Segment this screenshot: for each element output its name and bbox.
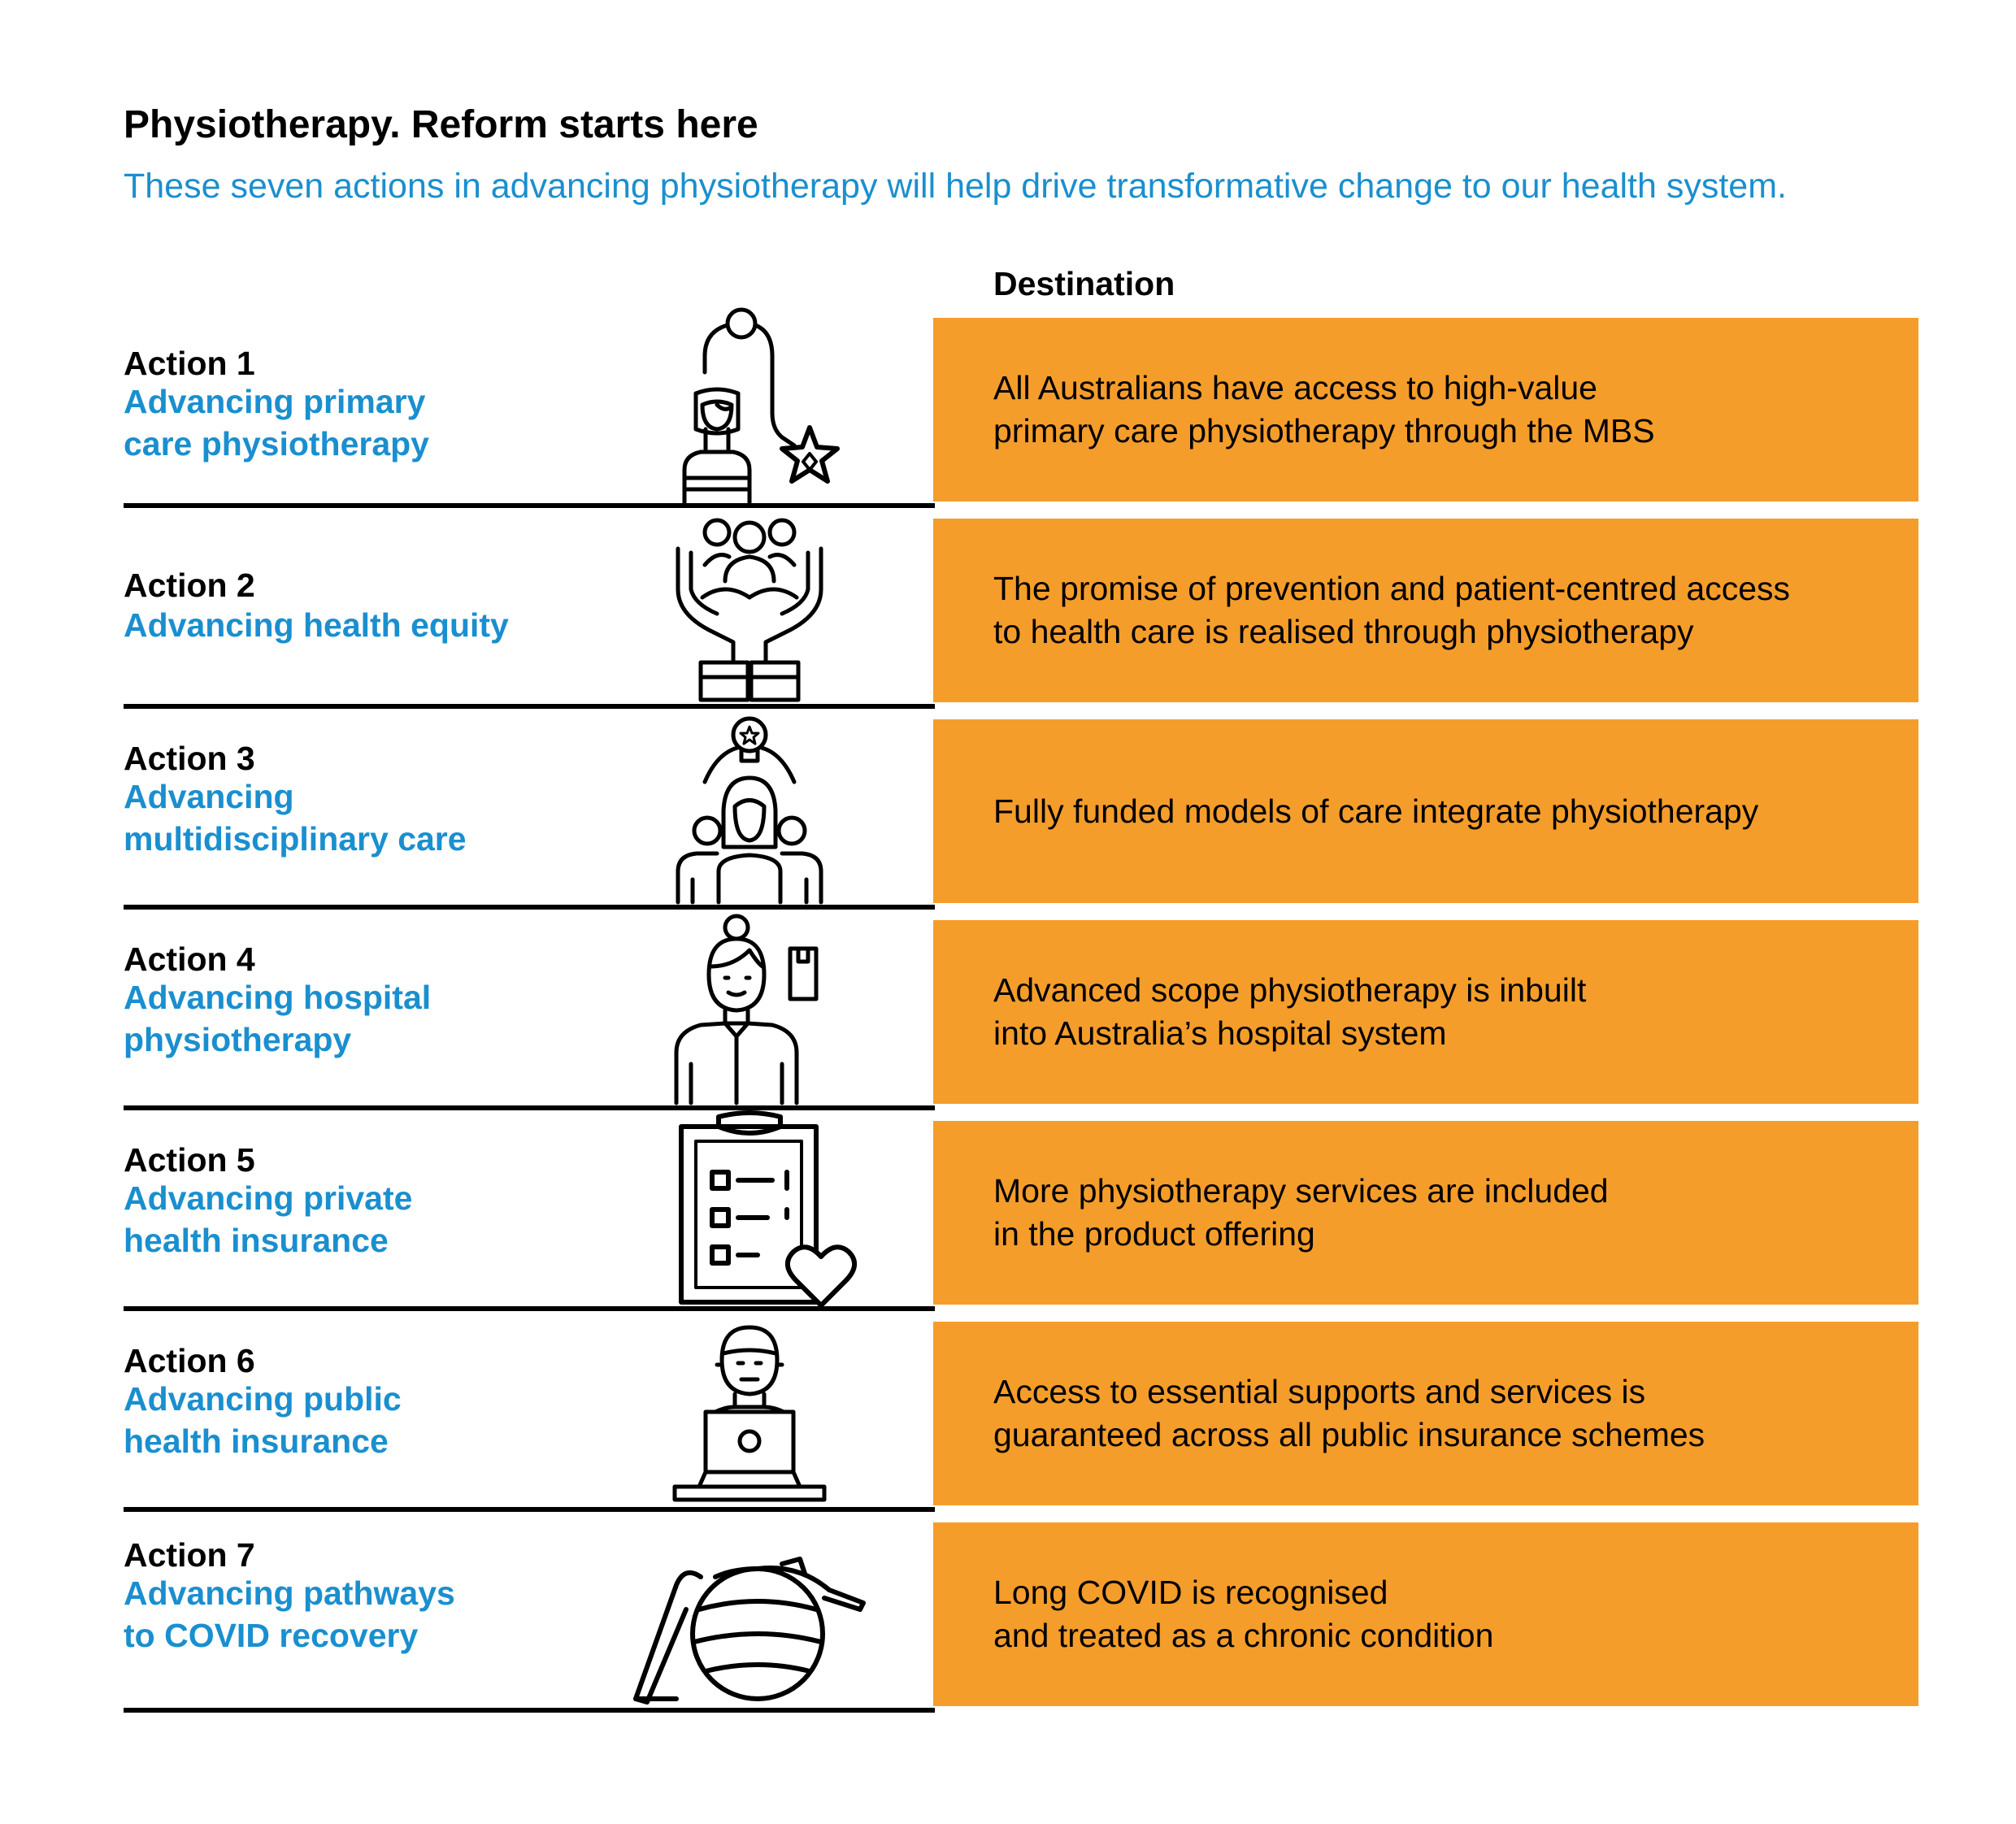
action-label: Action 6 — [124, 1342, 255, 1379]
action-label: Action 1 — [124, 345, 255, 382]
action-row: Action 5 Advancing private health insura… — [124, 1110, 1918, 1311]
destination-text: Access to essential supports and service… — [993, 1370, 1705, 1457]
action-name: Advancing primary care physiotherapy — [124, 380, 429, 465]
person-at-laptop-icon — [628, 1311, 871, 1507]
destination-line: More physiotherapy services are included — [993, 1172, 1609, 1209]
action-label: Action 5 — [124, 1141, 255, 1179]
action-name-line: health insurance — [124, 1422, 389, 1460]
page-subtitle: These seven actions in advancing physiot… — [124, 167, 1787, 206]
destination-line: Access to essential supports and service… — [993, 1373, 1646, 1410]
action-name-line: Advancing private — [124, 1179, 413, 1217]
destination-text: More physiotherapy services are included… — [993, 1170, 1609, 1256]
destination-line: The promise of prevention and patient-ce… — [993, 570, 1790, 607]
destination-line: and treated as a chronic condition — [993, 1617, 1494, 1654]
destination-box: Advanced scope physiotherapy is inbuilt … — [933, 920, 1918, 1104]
destination-box: More physiotherapy services are included… — [933, 1121, 1918, 1305]
checklist-heart-icon — [628, 1110, 871, 1306]
row-divider — [124, 1708, 935, 1713]
action-row: Action 2 Advancing health equity The pro… — [124, 508, 1918, 709]
action-label: Action 7 — [124, 1536, 255, 1574]
row-divider — [124, 1306, 935, 1311]
destination-line: primary care physiotherapy through the M… — [993, 412, 1655, 449]
action-name-line: physiotherapy — [124, 1021, 352, 1058]
action-row: Action 3 Advancing multidisciplinary car… — [124, 709, 1918, 910]
exercise-ball-stretch-icon — [611, 1512, 888, 1708]
action-name: Advancing hospital physiotherapy — [124, 976, 431, 1061]
destination-line: guaranteed across all public insurance s… — [993, 1416, 1705, 1453]
action-name-line: Advancing — [124, 778, 294, 815]
destination-box: All Australians have access to high-valu… — [933, 318, 1918, 502]
action-label: Action 4 — [124, 940, 255, 978]
row-divider — [124, 905, 935, 910]
destination-text: All Australians have access to high-valu… — [993, 367, 1655, 453]
team-with-lightbulb-icon — [628, 709, 871, 905]
action-name-line: care physiotherapy — [124, 425, 429, 463]
destination-text: The promise of prevention and patient-ce… — [993, 567, 1790, 654]
action-name-line: Advancing pathways — [124, 1574, 455, 1612]
action-name: Advancing multidisciplinary care — [124, 775, 467, 860]
destination-line: Fully funded models of care integrate ph… — [993, 792, 1759, 830]
row-divider — [124, 1507, 935, 1512]
row-divider — [124, 503, 935, 508]
destination-line: All Australians have access to high-valu… — [993, 369, 1597, 406]
destination-text: Long COVID is recognised and treated as … — [993, 1571, 1493, 1657]
action-row: Action 1 Advancing primary care physioth… — [124, 307, 1918, 508]
destination-line: Long COVID is recognised — [993, 1574, 1388, 1611]
destination-line: to health care is realised through physi… — [993, 613, 1694, 650]
row-divider — [124, 1105, 935, 1110]
destination-box: Long COVID is recognised and treated as … — [933, 1522, 1918, 1706]
action-name-line: Advancing hospital — [124, 979, 432, 1016]
destination-line: in the product offering — [993, 1215, 1315, 1253]
destination-text: Fully funded models of care integrate ph… — [993, 790, 1758, 833]
action-name-line: Advancing health equity — [124, 606, 509, 644]
action-name-line: multidisciplinary care — [124, 820, 467, 858]
destination-header: Destination — [993, 265, 1175, 302]
destination-line: into Australia’s hospital system — [993, 1014, 1447, 1052]
destination-text: Advanced scope physiotherapy is inbuilt … — [993, 969, 1586, 1055]
action-name: Advancing private health insurance — [124, 1177, 412, 1262]
action-row: Action 6 Advancing public health insuran… — [124, 1311, 1918, 1512]
action-label: Action 3 — [124, 740, 255, 777]
page-title: Physiotherapy. Reform starts here — [124, 103, 758, 146]
destination-box: Access to essential supports and service… — [933, 1322, 1918, 1505]
action-name: Advancing health equity — [124, 604, 509, 646]
action-name-line: health insurance — [124, 1222, 389, 1259]
action-row: Action 4 Advancing hospital physiotherap… — [124, 910, 1918, 1110]
action-name: Advancing pathways to COVID recovery — [124, 1572, 455, 1657]
action-row: Action 7 Advancing pathways to COVID rec… — [124, 1512, 1918, 1713]
action-label: Action 2 — [124, 567, 255, 604]
action-name: Advancing public health insurance — [124, 1378, 402, 1462]
row-divider — [124, 704, 935, 709]
destination-line: Advanced scope physiotherapy is inbuilt — [993, 971, 1587, 1009]
nurse-with-clipboard-icon — [628, 910, 871, 1105]
destination-box: The promise of prevention and patient-ce… — [933, 519, 1918, 702]
destination-box: Fully funded models of care integrate ph… — [933, 719, 1918, 903]
action-name-line: Advancing primary — [124, 383, 426, 420]
hands-holding-people-icon — [628, 508, 871, 704]
person-with-stethoscope-star-icon — [628, 307, 871, 503]
action-name-line: to COVID recovery — [124, 1617, 419, 1654]
action-name-line: Advancing public — [124, 1380, 402, 1418]
